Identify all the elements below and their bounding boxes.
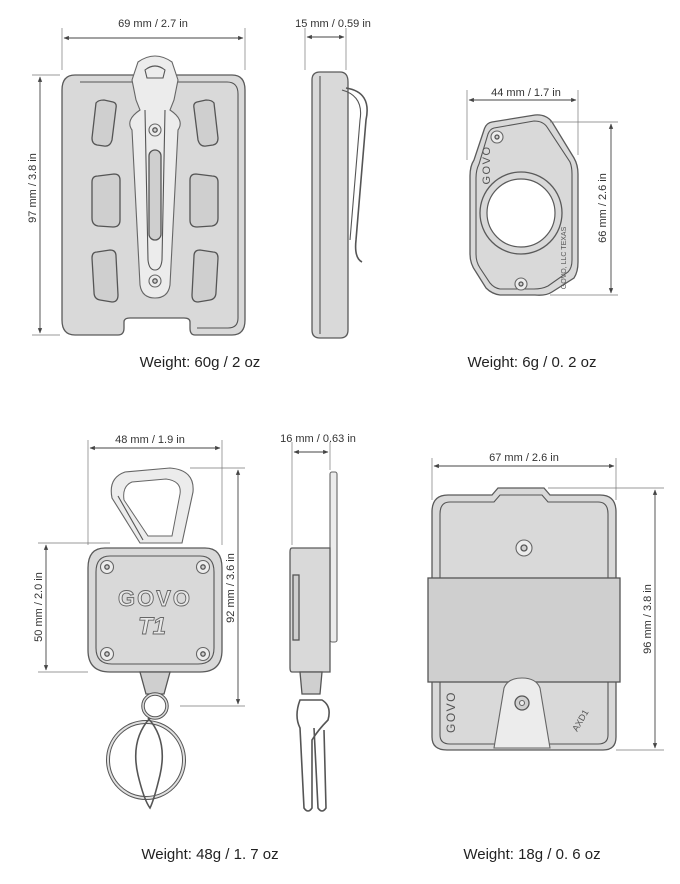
wallet-height-dimension: 96 mm / 3.8 in [548, 487, 664, 751]
tag-front-view: GOVO GOVO, LLC TEXAS [469, 114, 579, 296]
reel-front-view: GOVO T1 [87, 467, 223, 810]
tag-width-label: 44 mm / 1.7 in [491, 87, 561, 99]
reel-height-label: 92 mm / 3.6 in [225, 553, 237, 623]
reel-model-text: T1 [138, 613, 166, 640]
reel-weight: Weight: 48g / 1. 7 oz [141, 846, 279, 863]
tag-weight: Weight: 6g / 0. 2 oz [467, 354, 597, 371]
tag-height-dimension: 66 mm / 2.6 in [550, 121, 618, 296]
reel-depth-label: 16 mm / 0.63 in [280, 433, 356, 445]
holster-front-view [61, 55, 246, 336]
wallet-brand-text: GOVO [444, 691, 458, 733]
reel-brand-text: GOVO [118, 586, 192, 611]
holster-side-view [311, 71, 368, 339]
reel-depth-dimension: 16 mm / 0.63 in [280, 433, 356, 545]
tag-engraving-text: GOVO, LLC TEXAS [561, 226, 568, 289]
holster-height-dimension: 97 mm / 3.8 in [27, 74, 60, 336]
tag-brand-text: GOVO [481, 145, 493, 184]
wallet-height-label: 96 mm / 3.8 in [642, 584, 654, 654]
wallet-front-view: GOVO AXD1 [427, 487, 621, 751]
tag-width-dimension: 44 mm / 1.7 in [466, 87, 579, 160]
reel-height-dimension: 92 mm / 3.6 in [180, 467, 245, 707]
reel-side-view [289, 471, 338, 812]
tag-height-label: 66 mm / 2.6 in [597, 173, 609, 243]
holster-weight: Weight: 60g / 2 oz [139, 354, 261, 371]
holster-depth-label: 15 mm / 0.59 in [295, 18, 371, 30]
holster-width-label: 69 mm / 2.7 in [118, 18, 188, 30]
holster-depth-dimension: 15 mm / 0.59 in [295, 18, 371, 70]
wallet-weight: Weight: 18g / 0. 6 oz [463, 846, 601, 863]
reel-body-height-label: 50 mm / 2.0 in [33, 572, 45, 642]
holster-width-dimension: 69 mm / 2.7 in [61, 18, 246, 70]
holster-height-label: 97 mm / 3.8 in [27, 153, 39, 223]
reel-width-label: 48 mm / 1.9 in [115, 434, 185, 446]
wallet-width-label: 67 mm / 2.6 in [489, 452, 559, 464]
reel-body-height-dimension: 50 mm / 2.0 in [33, 542, 110, 673]
wallet-width-dimension: 67 mm / 2.6 in [431, 452, 617, 500]
reel-width-dimension: 48 mm / 1.9 in [87, 434, 223, 545]
